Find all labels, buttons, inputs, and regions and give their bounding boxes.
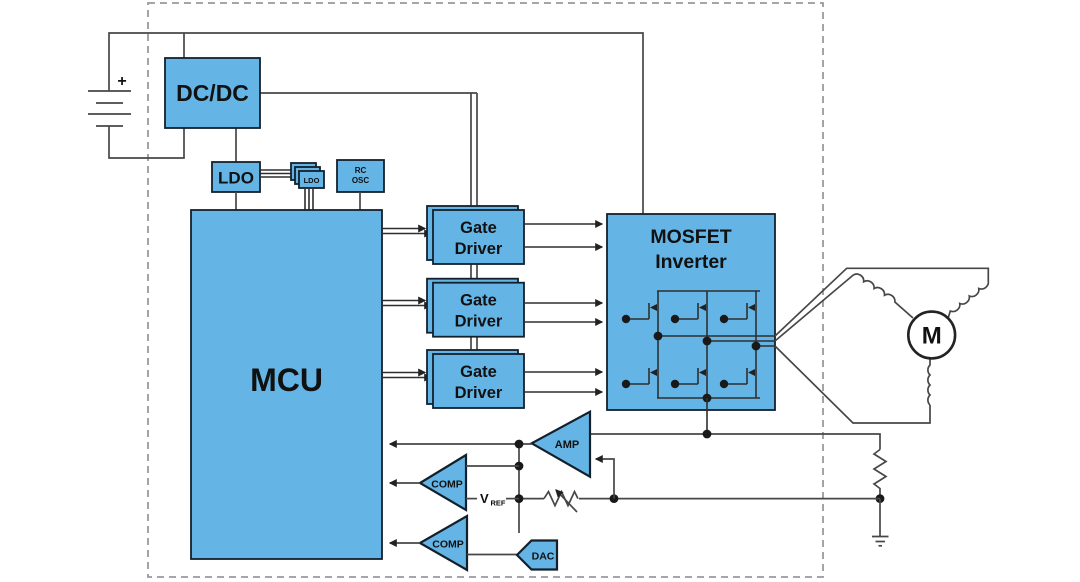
motor-circuit: M — [774, 267, 990, 424]
dac-block: DAC — [515, 539, 559, 571]
gate-driver-1-block: Gate Driver — [426, 205, 525, 265]
dcdc-block: DC/DC — [164, 57, 261, 129]
motor-winding-bottom — [927, 358, 932, 406]
dac-label: DAC — [532, 551, 555, 563]
ground-icon — [872, 535, 889, 547]
vref-label: V — [480, 491, 489, 506]
amp-block: AMP — [388, 409, 592, 479]
ldo-label: LDO — [218, 169, 254, 188]
gate-driver-line1: Gate — [460, 219, 497, 237]
ldo-small-label: LDO — [304, 176, 320, 185]
motor-icon — [906, 310, 957, 360]
ldo-stack-block: LDO — [260, 162, 325, 210]
mcu-to-gate-driver-buses — [382, 224, 433, 382]
gate-driver-line1: Gate — [460, 363, 497, 381]
battery-plus-label: + — [117, 73, 126, 90]
ldo-block: LDO — [211, 161, 261, 210]
potentiometer-icon — [543, 489, 579, 508]
comp1-block: COMP V REF — [388, 453, 519, 512]
dc-bus-wires — [108, 32, 644, 350]
motor-winding-left — [852, 273, 914, 319]
rc-osc-block: RC OSC — [336, 159, 385, 210]
inverter-bridge-schematic — [620, 290, 775, 434]
shunt-resistor-icon — [872, 448, 888, 499]
dcdc-label: DC/DC — [176, 80, 249, 106]
current-sense-circuit — [519, 429, 889, 547]
gate-driver-2-block: Gate Driver — [426, 277, 525, 338]
mosfet-inverter-block: MOSFET Inverter — [606, 213, 776, 434]
feedback-junction-wires — [514, 439, 524, 533]
comp1-label: COMP — [431, 479, 463, 491]
amp-label: AMP — [555, 439, 579, 451]
mcu-block: MCU — [190, 209, 383, 560]
comp2-label: COMP — [432, 539, 464, 551]
gate-driver-line2: Driver — [455, 384, 503, 402]
gate-driver-line1: Gate — [460, 292, 497, 310]
rc-osc-line2: OSC — [352, 176, 370, 185]
comp2-block: COMP — [388, 514, 517, 572]
rc-osc-line1: RC — [355, 166, 367, 175]
gate-driver-3-block: Gate Driver — [426, 349, 525, 409]
motor-label: M — [922, 323, 942, 350]
vref-subscript: REF — [491, 499, 506, 508]
motor-winding-right — [947, 280, 990, 319]
inverter-line2: Inverter — [655, 251, 727, 273]
inverter-line1: MOSFET — [650, 226, 731, 248]
mcu-label: MCU — [250, 362, 323, 398]
gate-driver-line2: Driver — [455, 313, 503, 331]
gate-driver-line2: Driver — [455, 240, 503, 258]
gate-driver-to-inverter-wires — [524, 220, 604, 396]
